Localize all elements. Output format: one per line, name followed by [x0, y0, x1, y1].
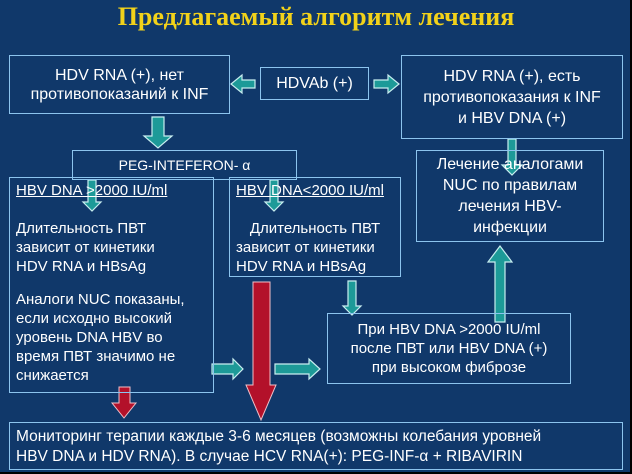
box-line: Аналоги NUC показаны,: [16, 291, 185, 308]
box-line: при высоком фиброзе: [371, 359, 527, 376]
arrow-down-icon: [341, 280, 363, 316]
box-heading: HBV DNA >2000 IU/ml: [16, 182, 168, 199]
box-line: HDVAb (+): [276, 75, 353, 92]
box-line: зависит от кинетики: [16, 239, 155, 256]
box-line: PEG-INTEFERON- α: [118, 156, 251, 173]
arrow-left-icon: [230, 73, 256, 95]
arrow-down-icon: [81, 179, 103, 212]
box-line: HDV RNA (+), нет: [55, 66, 184, 84]
box-line: лечения HBV-: [458, 198, 562, 215]
box-line: Мониторинг терапии каждые 3-6 месяцев (в…: [16, 428, 542, 445]
post-therapy-box: При HBV DNA >2000 IU/ml после ПВТ или HB…: [327, 313, 571, 384]
box-line: если исходно высокий: [16, 310, 172, 327]
monitoring-box: Мониторинг терапии каждые 3-6 месяцев (в…: [9, 422, 623, 470]
box-line: NUC по правилам: [442, 177, 578, 194]
low-hbv-dna-box: HBV DNA<2000 IU/ml Длительность ПВТ зави…: [229, 177, 401, 277]
peg-interferon-box: PEG-INTEFERON- α: [72, 150, 297, 180]
arrow-down-icon: [263, 179, 285, 212]
box-line: противопоказаний к INF: [30, 85, 209, 103]
no-contraindications-box: HDV RNA (+), нет противопоказаний к INF: [9, 55, 230, 114]
arrow-down-icon: [245, 281, 277, 422]
arrow-down-icon: [500, 138, 524, 176]
box-line: Длительность ПВТ: [16, 220, 147, 237]
box-line: HBV DNA и HDV RNA). В случае HCV RNA(+):…: [16, 448, 523, 465]
arrow-right-icon: [373, 73, 400, 95]
arrow-down-icon: [110, 386, 138, 419]
box-line: после ПВТ или HBV DNA (+): [350, 340, 548, 357]
box-line: и HBV DNA (+): [457, 109, 567, 127]
box-line: снижается: [16, 367, 89, 384]
box-line: время ПВТ значимо не: [16, 348, 176, 365]
box-line: Длительность ПВТ: [249, 220, 381, 237]
high-hbv-dna-box: HBV DNA >2000 IU/ml Длительность ПВТ зав…: [9, 177, 214, 393]
hdvab-box: HDVAb (+): [260, 67, 369, 100]
arrow-right-icon: [274, 357, 321, 381]
box-line: уровень DNA HBV во: [16, 329, 163, 346]
slide-title: Предлагаемый алгоритм лечения: [117, 2, 515, 31]
box-line: HDV RNA (+), есть: [443, 67, 581, 85]
box-line: HDV RNA и HBsAg: [16, 258, 147, 275]
nuc-treatment-box: Лечение аналогами NUC по правилам лечени…: [416, 150, 604, 242]
box-line: зависит от кинетики: [236, 239, 375, 256]
box-line: HDV RNA и HBsAg: [236, 258, 367, 275]
box-line: инфекции: [473, 219, 547, 236]
contraindications-box: HDV RNA (+), есть противопоказания к INF…: [401, 55, 623, 139]
arrow-down-icon: [142, 116, 174, 149]
box-line: При HBV DNA >2000 IU/ml: [357, 321, 541, 338]
box-line: противопоказания к INF: [423, 88, 601, 106]
arrow-up-icon: [486, 245, 514, 323]
arrow-right-icon: [211, 357, 244, 381]
box-line: Лечение аналогами: [436, 156, 584, 173]
box-heading: HBV DNA<2000 IU/ml: [236, 182, 384, 199]
